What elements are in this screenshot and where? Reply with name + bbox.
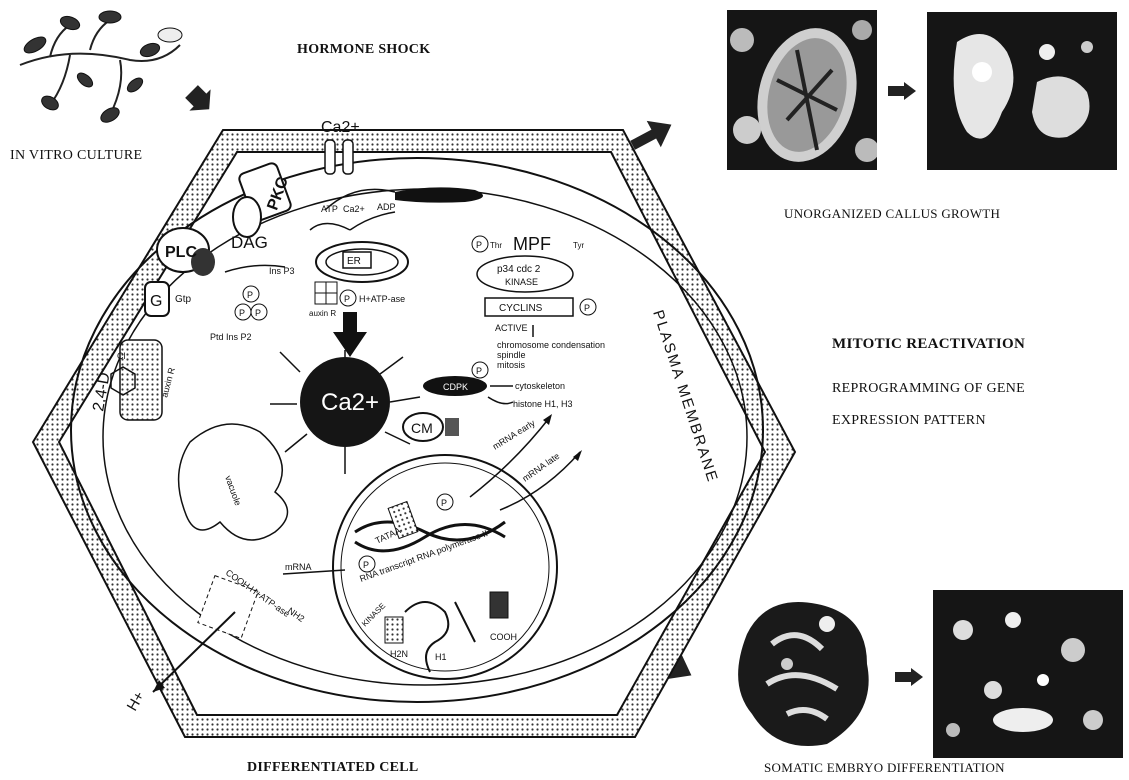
arrow-icon: [888, 82, 916, 100]
p-label: P: [476, 366, 482, 376]
arrow-icon: [895, 668, 923, 686]
h-atpase-label: H+ATP-ase: [359, 294, 405, 304]
auxin-r-mid-label: auxin R: [309, 309, 336, 318]
histone-label: histone H1, H3: [513, 399, 573, 409]
plc-label: PLC: [165, 244, 197, 261]
reprogramming-caption-line2: EXPRESSION PATTERN: [832, 413, 986, 429]
p-label: P: [247, 290, 253, 300]
ptd-ins-label: Ptd Ins P2: [210, 332, 252, 342]
differentiated-cell-caption: DIFFERENTIATED CELL: [247, 760, 419, 776]
cl-label: Cl: [117, 351, 126, 361]
cm-label: CM: [411, 420, 433, 436]
callus-micrograph-2: [927, 12, 1117, 170]
hormone-shock-caption: HORMONE SHOCK: [297, 42, 430, 58]
unorganized-callus-caption: UNORGANIZED CALLUS GROWTH: [784, 206, 1000, 222]
mrna-label: mRNA: [285, 562, 312, 572]
tyr-label: Tyr: [573, 241, 584, 250]
adp-label: ADP: [377, 202, 396, 212]
somatic-embryo-caption: SOMATIC EMBRYO DIFFERENTIATION: [764, 760, 1005, 776]
ins-label: Ins P3: [269, 266, 295, 276]
h1-label: H1: [435, 652, 447, 662]
ca-center-label: Ca2+: [321, 389, 379, 416]
chromosome-label: chromosome condensation: [497, 340, 605, 350]
cyclins-label: CYCLINS: [499, 303, 543, 314]
arrow-icon: [185, 85, 215, 115]
dag-label: DAG: [231, 233, 268, 252]
mpf-label: MPF: [513, 234, 551, 254]
gtp-label: Gtp: [175, 294, 192, 305]
p-label: P: [344, 294, 350, 304]
mitotic-reactivation-caption: MITOTIC REACTIVATION: [832, 336, 1025, 353]
embryo-micrograph-2: [933, 590, 1123, 758]
cdpk-label: CDPK: [443, 382, 468, 392]
auxin-receptor: [120, 340, 162, 420]
mitosis-label: mitosis: [497, 360, 526, 370]
cooh-label: COOH: [490, 632, 517, 642]
cytoskeleton-label: cytoskeleton: [515, 381, 565, 391]
h2n-label: H2N: [390, 649, 408, 659]
p-label: P: [441, 498, 447, 508]
p-label: P: [584, 303, 590, 313]
reprogramming-caption-line1: REPROGRAMMING OF GENE: [832, 381, 1025, 397]
kinase-label: KINASE: [505, 277, 538, 287]
ca-top-label: Ca2+: [321, 119, 360, 136]
hplus-label: H+: [124, 688, 149, 714]
spindle-label: spindle: [497, 350, 526, 360]
p34-label: p34 cdc 2: [497, 264, 541, 275]
p-label: P: [255, 308, 261, 318]
p-label: P: [239, 308, 245, 318]
ca2-small-label: Ca2+: [343, 204, 365, 214]
p-label: P: [476, 240, 482, 250]
er-label: ER: [347, 256, 361, 267]
thr-label: Thr: [490, 241, 502, 250]
g-protein-label: G: [150, 293, 162, 310]
cell-signaling-diagram: Ca2+ PKC DAG PLC G Gtp auxin R Cl 2,4-D …: [25, 112, 805, 762]
active-label: ACTIVE: [495, 323, 528, 333]
p-label: P: [363, 560, 369, 570]
